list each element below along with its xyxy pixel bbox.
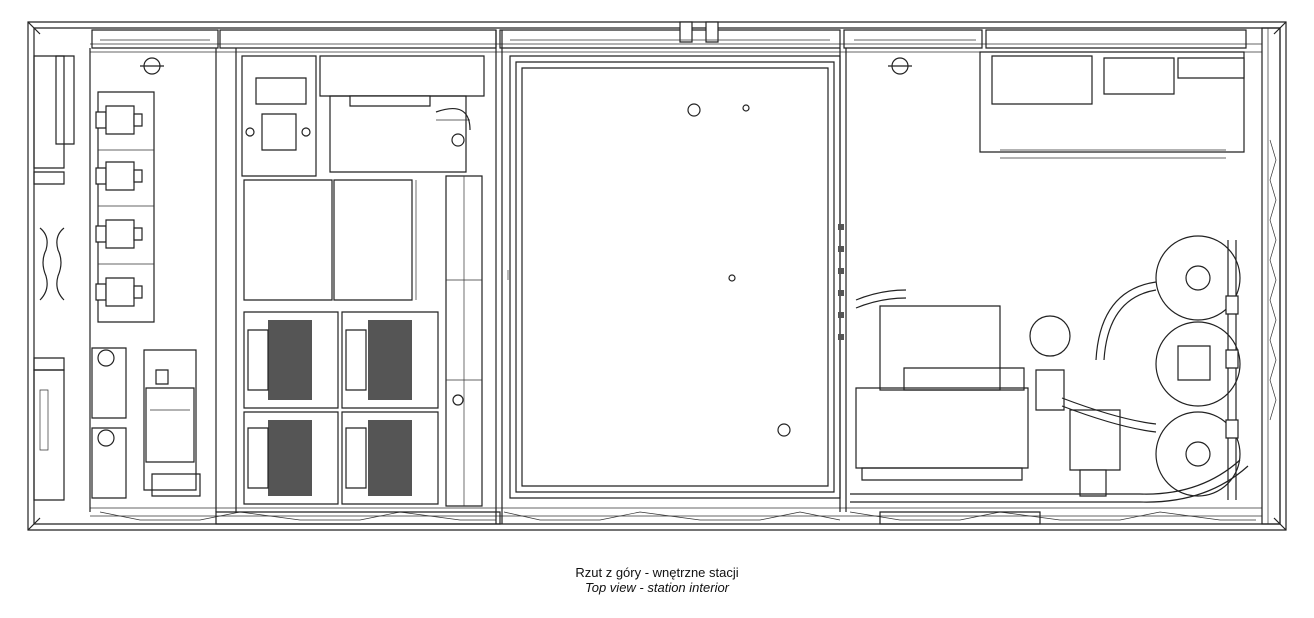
central-tank — [508, 56, 840, 498]
left-door — [34, 56, 74, 500]
electrical-cabinet — [980, 52, 1244, 158]
caption-polish: Rzut z góry - wnętrzne stacji — [575, 565, 739, 580]
bottom-wall-details — [100, 512, 1256, 524]
left-room — [90, 48, 216, 512]
filter-room — [236, 30, 502, 524]
filter-unit-2 — [342, 312, 438, 408]
filter-unit-4 — [342, 412, 438, 504]
filter-unit-1 — [244, 312, 338, 408]
right-machinery — [850, 236, 1248, 502]
caption-english: Top view - station interior — [584, 580, 730, 595]
station-top-view-drawing — [0, 0, 1314, 540]
right-end-wall — [1262, 28, 1280, 524]
filter-unit-3 — [244, 412, 338, 504]
right-room-divider — [838, 48, 912, 512]
